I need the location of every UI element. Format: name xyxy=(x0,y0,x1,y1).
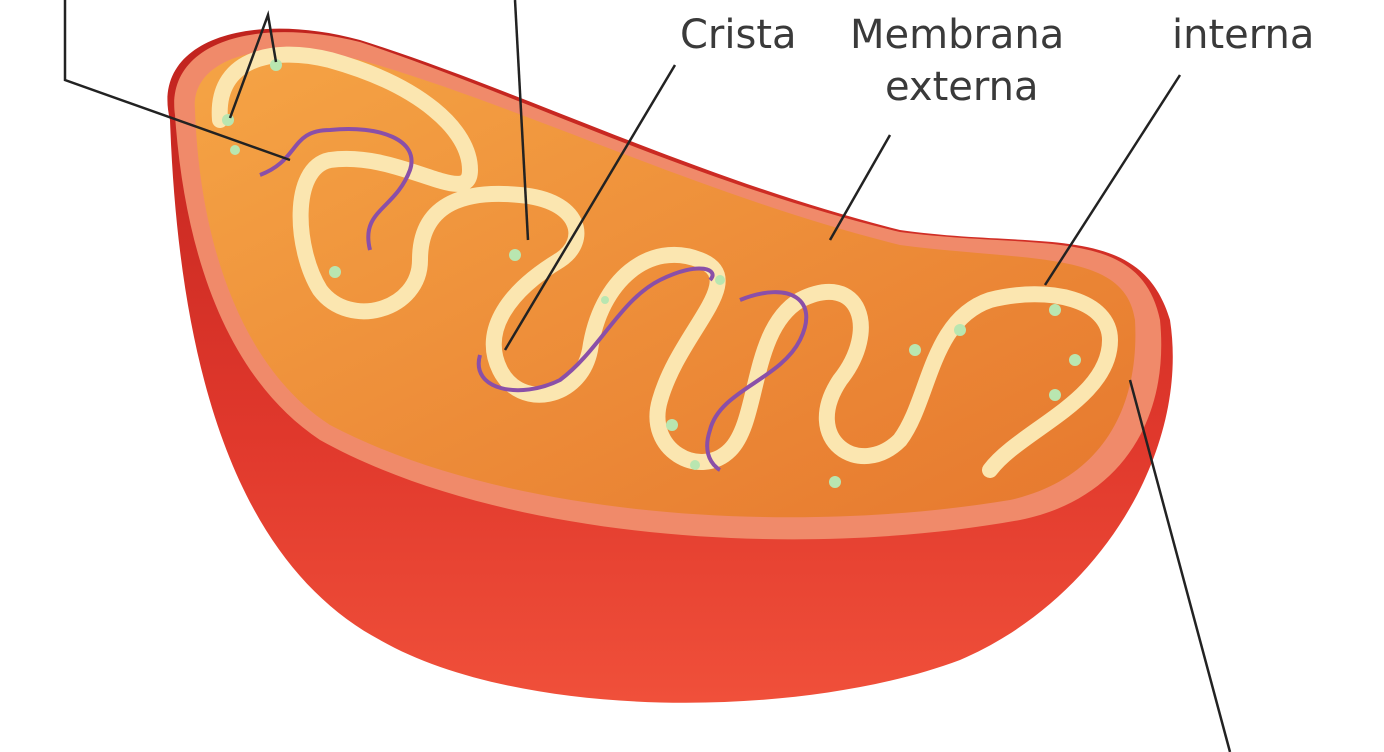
label-outer-membrane-line1: Membrana xyxy=(850,12,1065,58)
label-crista: Crista xyxy=(680,12,797,58)
label-inner-membrane: interna xyxy=(1172,12,1315,58)
label-outer-membrane-line2: externa xyxy=(885,64,1039,110)
crista-membrane xyxy=(211,46,1118,478)
matrix xyxy=(194,50,1136,518)
ribosomes xyxy=(222,59,1081,488)
dna-strands xyxy=(259,127,809,472)
leader-lines xyxy=(63,0,1232,752)
